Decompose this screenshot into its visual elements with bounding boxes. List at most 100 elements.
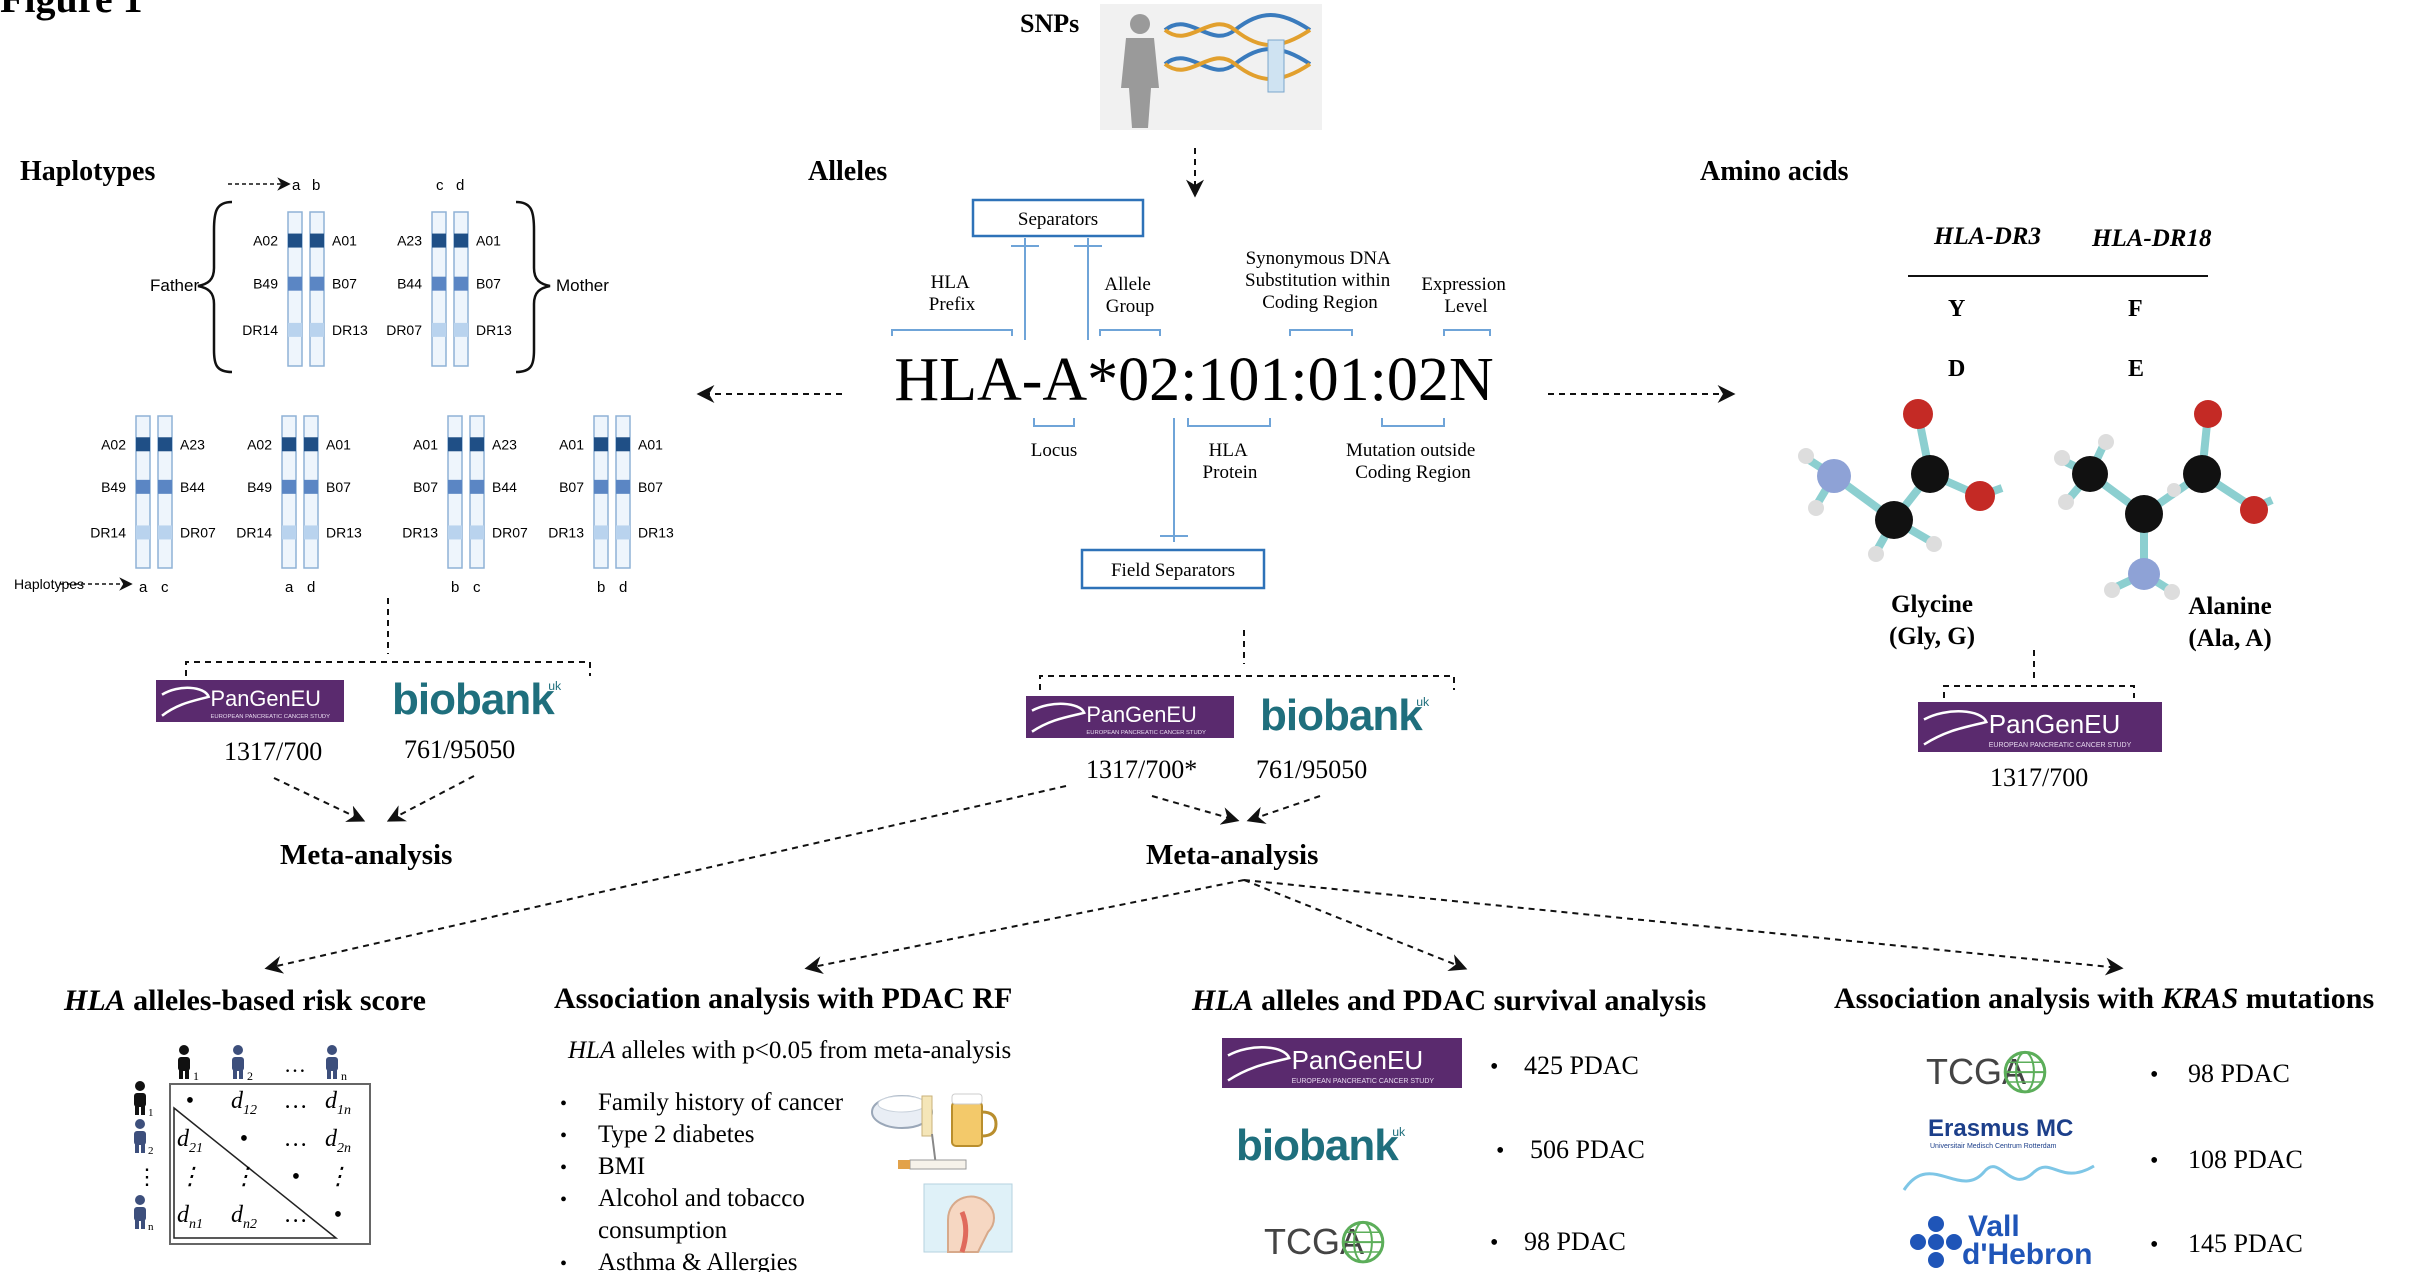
haplotype-letter: b: [597, 579, 605, 596]
allele-band: [454, 322, 468, 337]
allele-band: [158, 437, 172, 452]
list-bullet: •: [560, 1157, 567, 1179]
protein-line1: HLA: [1209, 440, 1248, 461]
matrix-cell: …: [285, 1202, 306, 1228]
syn-line3: Coding Region: [1262, 292, 1378, 313]
hla-prefix-line2: Prefix: [929, 294, 976, 315]
list-bullet: •: [560, 1253, 567, 1272]
pangeneu-logo-subtext: EUROPEAN PANCREATIC CANCER STUDY: [1086, 730, 1206, 736]
kras-bullet-1: •: [2150, 1062, 2158, 1088]
allele-band: [304, 525, 318, 540]
allele-label-right: DR13: [638, 524, 674, 540]
alleles-panGenEU-count: 1317/700*: [1086, 755, 1197, 784]
assoc-sub-rest: alleles with p<0.05 from meta-analysis: [615, 1037, 1011, 1064]
matrix-cell: d2n: [325, 1126, 351, 1156]
matrix-cell: …: [285, 1088, 306, 1114]
person-icon: [326, 1045, 338, 1079]
protein-line2: Protein: [1203, 462, 1258, 483]
assoc-subtitle: HLA alleles with p<0.05 from meta-analys…: [567, 1037, 1011, 1064]
syn-line1: Synonymous DNA: [1246, 248, 1391, 269]
allele-group-line1: Allele: [1104, 274, 1150, 295]
allele-band: [470, 525, 484, 540]
allele-label-left: DR13: [402, 524, 438, 540]
list-bullet: •: [560, 1125, 567, 1147]
allele-band: [282, 437, 296, 452]
list-item: BMI: [598, 1153, 645, 1180]
expr-line2: Level: [1444, 296, 1487, 317]
vall-hebron-cross-icon: [1928, 1216, 1944, 1232]
allele-label-right: DR07: [180, 524, 216, 540]
expr-line1: Expression: [1421, 274, 1506, 295]
allele-label-left: A02: [101, 436, 126, 452]
allele-nomenclature-panel: Separators HLA Prefix Allele Group Synon…: [891, 198, 1506, 590]
kras-count-vall: 145 PDAC: [2188, 1229, 2303, 1258]
allele-label-right: DR07: [492, 524, 528, 540]
kras-title-post: mutations: [2238, 982, 2374, 1015]
allele-band: [470, 479, 484, 494]
surv-title-italic: HLA: [1191, 984, 1254, 1017]
allele-label-right: A01: [326, 436, 351, 452]
surv-count-tcga: 98 PDAC: [1524, 1227, 1626, 1256]
allele-label-right: A01: [476, 233, 501, 249]
pangeneu-logo-subtext: EUROPEAN PANCREATIC CANCER STUDY: [211, 714, 331, 720]
person-icon: [134, 1195, 146, 1229]
allele-label-left: DR14: [236, 524, 272, 540]
allele-label-right: A01: [638, 436, 663, 452]
snps-label: SNPs: [1020, 9, 1079, 38]
biobank-uk-text: uk: [1416, 695, 1430, 709]
allele-label-left: A02: [247, 436, 272, 452]
hla-prefix-line1: HLA: [931, 272, 970, 293]
matrix-row-label: n: [148, 1221, 154, 1233]
haplotype-letter: a: [285, 579, 294, 596]
assoc-risk-factor-list: •Family history of cancer•Type 2 diabete…: [560, 1089, 844, 1272]
matrix-cell: ⋮: [326, 1164, 350, 1190]
glycine-molecule: [1798, 399, 2004, 562]
alanine-label: Alanine: [2188, 593, 2271, 620]
allele-label-left: A02: [253, 233, 278, 249]
matrix-row-label: 1: [148, 1107, 154, 1119]
matrix-cell: d12: [231, 1088, 257, 1118]
list-bullet: •: [560, 1189, 567, 1211]
allele-band: [448, 479, 462, 494]
allele-band: [158, 525, 172, 540]
allele-band: [304, 437, 318, 452]
erasmus-logo-subtext: Universitair Medisch Centrum Rotterdam: [1930, 1143, 2057, 1150]
haplotype-letter: c: [473, 579, 481, 596]
allele-label-right: B07: [638, 479, 663, 495]
matrix-cell: •: [186, 1088, 194, 1114]
amino-acids-header: Amino acids: [1700, 156, 1849, 187]
dr3-label: HLA-DR3: [1933, 223, 2041, 250]
glycine-label: Glycine: [1891, 591, 1973, 618]
allele-label-left: DR14: [90, 524, 126, 540]
snps-dna-illustration: [1100, 4, 1322, 130]
allele-label-left: DR13: [548, 524, 584, 540]
surv-bullet-2: •: [1496, 1138, 1504, 1164]
alanine-abbr: (Ala, A): [2188, 625, 2271, 652]
haplo-letter-d: d: [456, 177, 464, 194]
allele-band: [288, 276, 302, 291]
matrix-col-label: n: [341, 1069, 347, 1083]
allele-label-left: B07: [413, 479, 438, 495]
allele-band: [454, 233, 468, 248]
matrix-row-label: 2: [148, 1145, 154, 1157]
haplotype-letter: c: [161, 579, 169, 596]
surv-count-pangeneu: 425 PDAC: [1524, 1051, 1639, 1080]
allele-label-left: B49: [247, 479, 272, 495]
allele-band: [616, 437, 630, 452]
amino-panGenEU-count: 1317/700: [1990, 763, 2088, 792]
allele-label-right: DR13: [332, 322, 368, 338]
allele-label-left: B07: [559, 479, 584, 495]
haplotypes-panel: a b c d Father Mother A02B49DR14A01B07DR…: [14, 177, 674, 596]
allele-label-right: A23: [180, 436, 205, 452]
